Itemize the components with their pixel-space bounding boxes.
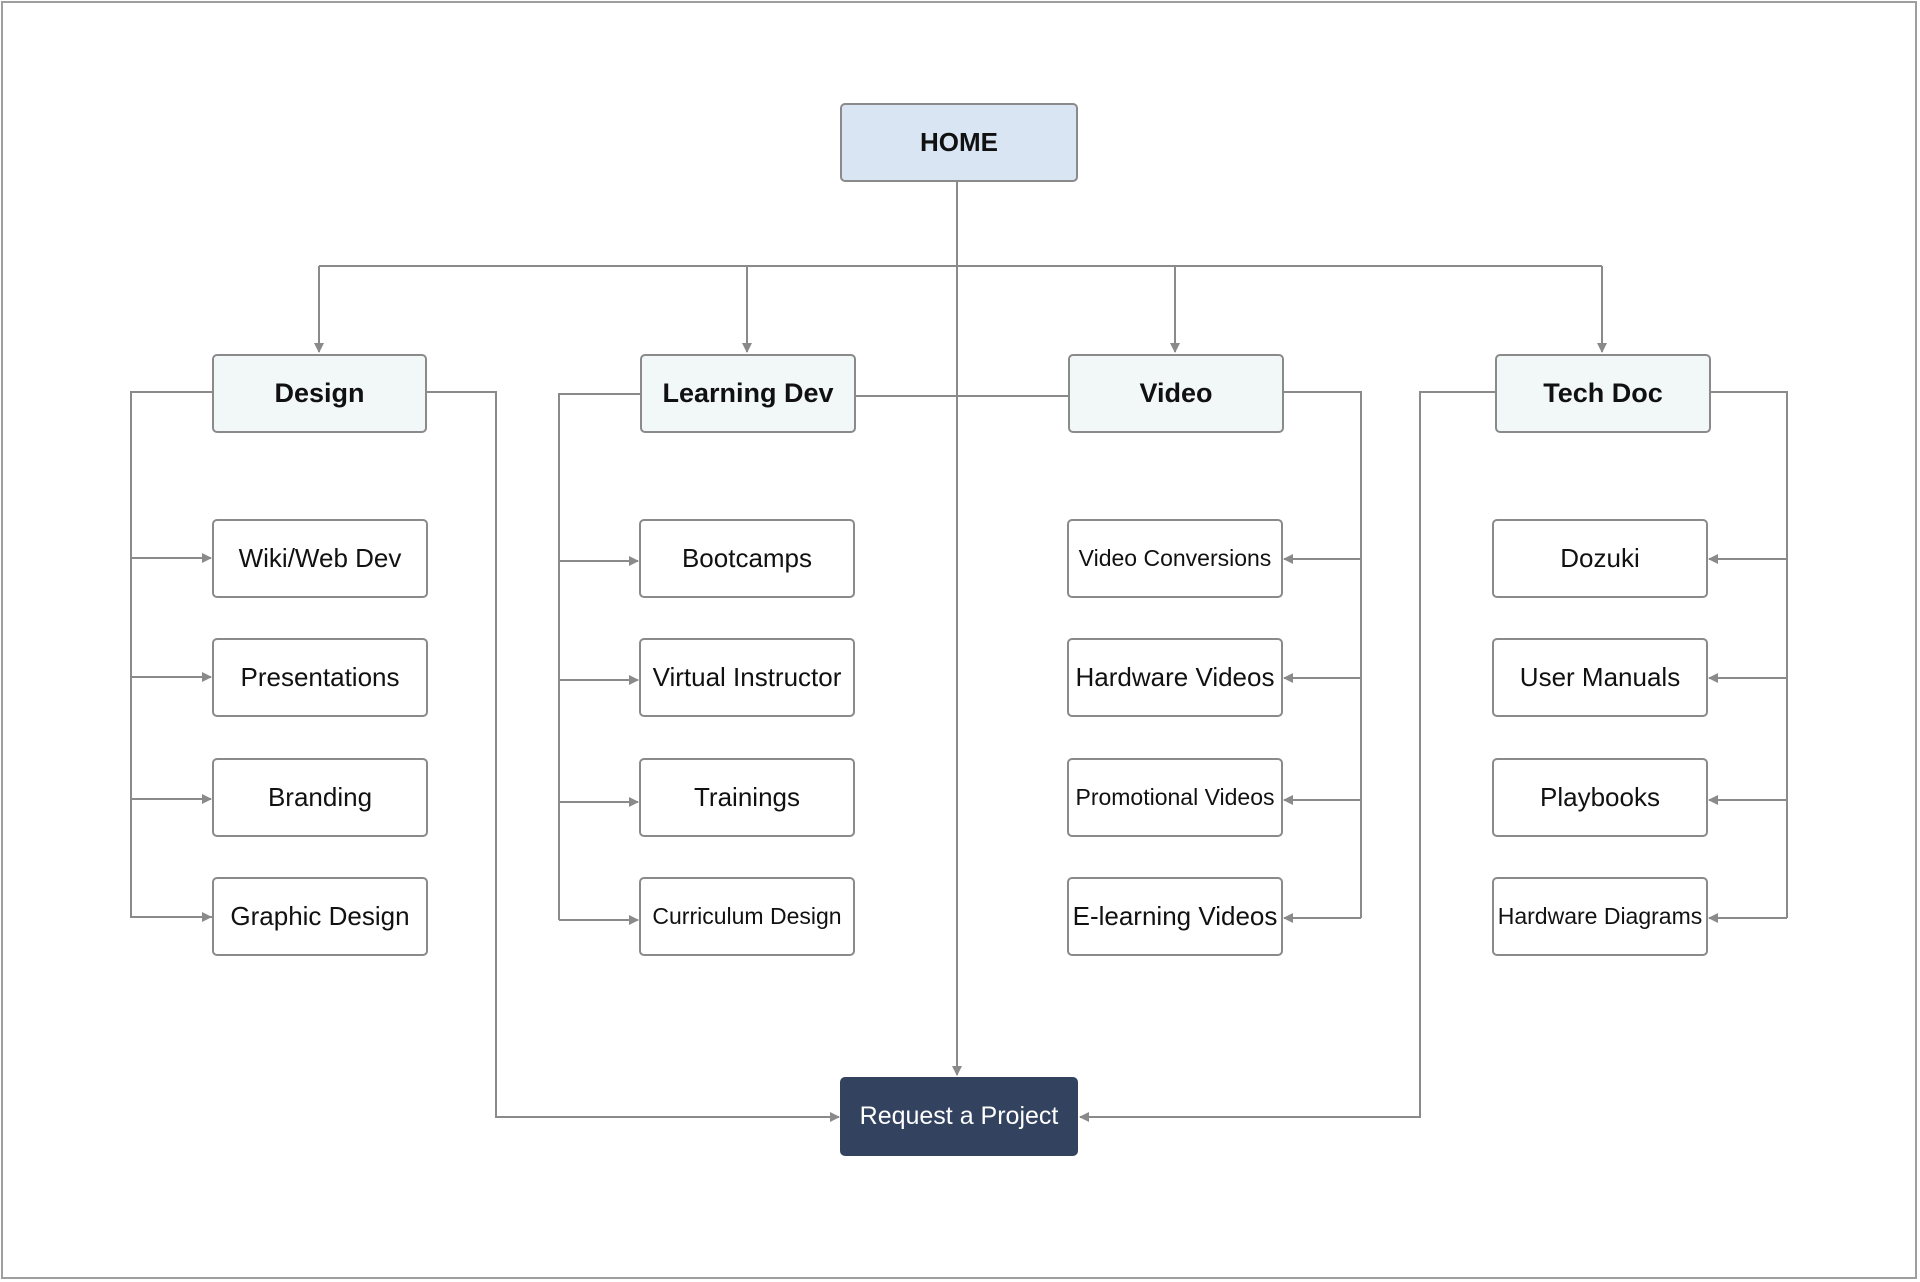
video-item-node[interactable]: Video Conversions <box>1067 519 1283 598</box>
category-learning-dev-node[interactable]: Learning Dev <box>640 354 856 433</box>
design-to-request-arrow <box>426 391 840 1122</box>
learning-dev-item-node[interactable]: Trainings <box>639 758 855 837</box>
learning-dev-item-label: Trainings <box>694 782 800 812</box>
video-spine <box>1283 391 1362 918</box>
learning-dev-item-label: Bootcamps <box>681 543 813 573</box>
video-item-node[interactable]: E-learning Videos <box>1067 877 1283 956</box>
tech-doc-item-node[interactable]: Dozuki <box>1492 519 1708 598</box>
category-learning-dev-label: Learning Dev <box>662 378 834 408</box>
category-tech-doc-node[interactable]: Tech Doc <box>1495 354 1711 433</box>
category-video-node[interactable]: Video <box>1068 354 1284 433</box>
design-spine <box>130 391 212 918</box>
home-node[interactable]: HOME <box>840 103 1078 182</box>
design-item-node[interactable]: Graphic Design <box>212 877 428 956</box>
tech-doc-item-node[interactable]: Hardware Diagrams <box>1492 877 1708 956</box>
tech-doc-item-label: Hardware Diagrams <box>1497 903 1703 929</box>
video-item-node[interactable]: Hardware Videos <box>1067 638 1283 717</box>
design-item-node[interactable]: Wiki/Web Dev <box>212 519 428 598</box>
tech-doc-item-label: User Manuals <box>1519 662 1681 692</box>
request-project-label: Request a Project <box>859 1102 1059 1130</box>
category-design-label: Design <box>274 378 365 408</box>
tech-doc-spine <box>1710 391 1788 918</box>
learning-dev-item-node[interactable]: Bootcamps <box>639 519 855 598</box>
design-item-node[interactable]: Presentations <box>212 638 428 717</box>
tech-doc-item-label: Dozuki <box>1560 543 1640 573</box>
design-item-label: Presentations <box>240 662 400 692</box>
tech-doc-item-label: Playbooks <box>1540 782 1660 812</box>
design-item-label: Graphic Design <box>230 901 410 931</box>
category-tech-doc-label: Tech Doc <box>1543 378 1663 408</box>
tech-doc-item-node[interactable]: User Manuals <box>1492 638 1708 717</box>
video-item-node[interactable]: Promotional Videos <box>1067 758 1283 837</box>
tech-doc-item-node[interactable]: Playbooks <box>1492 758 1708 837</box>
video-item-label: Video Conversions <box>1078 545 1272 571</box>
design-item-label: Branding <box>267 782 373 812</box>
learning-dev-item-node[interactable]: Virtual Instructor <box>639 638 855 717</box>
request-project-button[interactable]: Request a Project <box>840 1077 1078 1156</box>
design-item-node[interactable]: Branding <box>212 758 428 837</box>
video-item-label: Hardware Videos <box>1075 662 1275 692</box>
tech-doc-to-request-arrow <box>1079 391 1495 1122</box>
learning-dev-spine <box>558 393 640 920</box>
category-design-node[interactable]: Design <box>212 354 427 433</box>
video-item-label: Promotional Videos <box>1075 784 1275 810</box>
category-video-label: Video <box>1139 378 1213 408</box>
video-item-label: E-learning Videos <box>1072 901 1278 931</box>
learning-dev-item-label: Virtual Instructor <box>652 662 842 692</box>
learning-dev-item-label: Curriculum Design <box>652 903 842 929</box>
home-label: HOME <box>920 127 998 157</box>
design-item-label: Wiki/Web Dev <box>238 543 402 573</box>
learning-dev-item-node[interactable]: Curriculum Design <box>639 877 855 956</box>
